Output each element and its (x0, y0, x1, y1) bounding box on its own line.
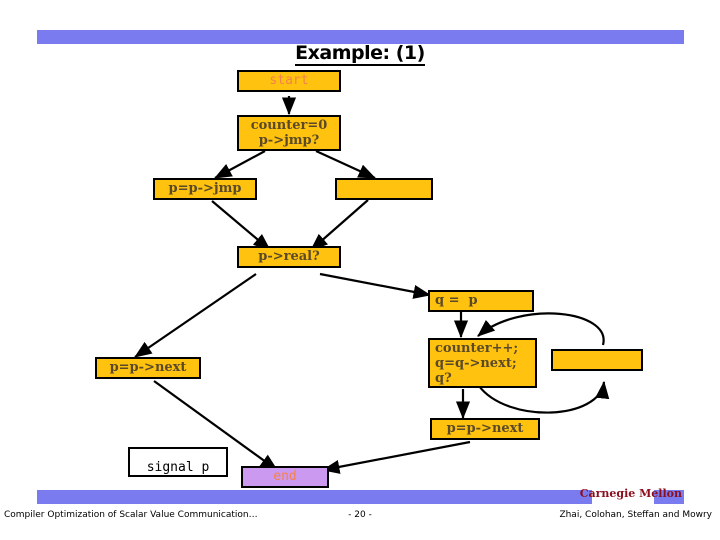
edge-init-to-jmp (214, 150, 266, 179)
node-real-test[interactable]: p->real? (237, 246, 341, 268)
node-counter-loop[interactable]: counter++; q=q->next; q? (428, 338, 537, 388)
footer-page-number: - 20 - (348, 510, 372, 520)
node-q-assign[interactable]: q = p (428, 290, 534, 312)
footer-paper-title: Compiler Optimization of Scalar Value Co… (4, 510, 258, 520)
node-init[interactable]: counter=0 p->jmp? (237, 115, 341, 151)
node-end[interactable]: end (241, 466, 329, 488)
node-signal[interactable]: signal p (128, 447, 228, 477)
node-empty-top[interactable] (335, 178, 433, 200)
page-title-text: Example: (1) (295, 42, 425, 66)
top-accent-bar (37, 30, 684, 44)
edge-real-to-pnext-left (134, 273, 257, 358)
edge-pnextright-to-end (321, 440, 471, 474)
node-p-next-right[interactable]: p=p->next (430, 418, 540, 440)
institution-label: Carnegie Mellon (579, 487, 682, 500)
node-empty-right[interactable] (551, 349, 643, 371)
logo-accent-block (654, 490, 684, 504)
node-p-next-left[interactable]: p=p->next (95, 357, 201, 379)
edge-real-to-q (319, 272, 432, 299)
footer-authors: Zhai, Colohan, Steffan and Mowry (559, 510, 712, 520)
edge-init-to-emptytop (315, 149, 377, 180)
node-p-assign-jmp[interactable]: p=p->jmp (153, 178, 257, 200)
edge-emptytop-to-real (310, 199, 369, 251)
edge-jmp-to-real (211, 200, 271, 251)
node-start[interactable]: start (237, 70, 341, 92)
bottom-accent-bar (37, 490, 592, 504)
page-title: Example: (1) (0, 42, 720, 66)
